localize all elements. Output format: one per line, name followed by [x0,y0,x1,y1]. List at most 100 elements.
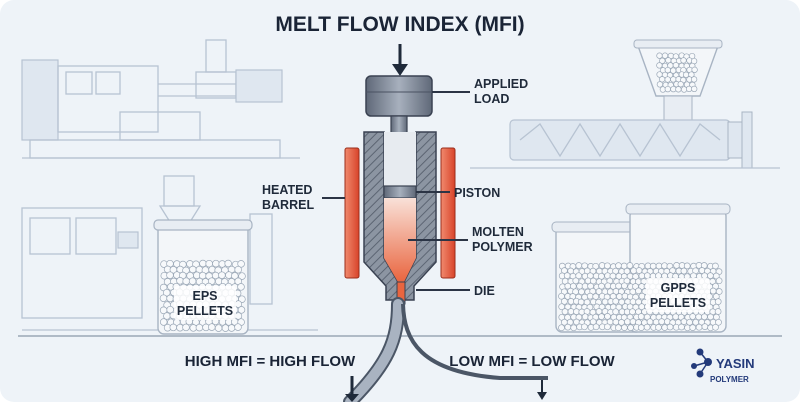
pellet [695,323,703,331]
pellet [624,318,631,326]
machine-sketch-top-left [21,39,300,159]
pellet [604,323,611,331]
pellet [675,86,682,93]
pellet [715,277,723,285]
pellet [195,323,204,332]
logo-text-2: POLYMER [710,375,749,384]
pellet [635,287,642,295]
pellet [561,308,569,315]
pellet [643,272,651,279]
pellet [561,298,568,305]
machine-sketch-mid-left [21,175,318,331]
pellet [581,313,589,321]
pellet [604,262,611,270]
pellet [627,324,634,331]
pellet [231,272,239,280]
label-applied-load-1: APPLIED [474,77,528,91]
pellet [218,271,226,279]
pellet [714,298,722,305]
pellet [638,292,646,300]
pellet [629,318,637,325]
label-applied-load-2: LOAD [474,92,509,106]
pellet [655,324,662,331]
pellet [656,52,663,59]
pellet [683,262,691,270]
pellet [672,313,680,321]
pellet [707,272,714,279]
pellet [159,318,168,326]
pellet [176,277,184,285]
pellet [663,318,671,325]
flow-arrow-low [537,380,547,400]
pellet [673,262,680,269]
pellet [604,313,611,320]
extruder-sketch-top-right [470,39,780,169]
pellet [563,272,571,279]
pellet [234,323,242,331]
label-eps-2: PELLETS [177,304,233,318]
pellet [237,283,245,291]
logo-text-1: YASIN [716,356,755,371]
pellet [701,323,709,330]
heater-left [344,147,360,279]
pellet [621,282,628,290]
pellet [707,313,714,321]
pellet [712,323,719,331]
pellet [623,267,631,275]
piston-head [383,185,417,199]
pellet [655,272,662,280]
pellet [564,323,572,331]
label-eps-1: EPS [192,289,217,303]
pellet [212,259,220,268]
pellet [714,308,722,315]
pellet [598,282,605,290]
pellet [199,259,207,268]
pellet [575,262,583,269]
barrel-bore [384,132,416,188]
pellet [189,265,197,274]
pellet [715,288,723,295]
pellet [592,323,600,331]
pellet [637,324,645,331]
molten-polymer [384,198,416,282]
pellet [630,267,637,275]
pellet [656,62,663,69]
pellet [678,323,685,331]
pellet [169,323,178,332]
pellet [643,323,651,331]
pellet [581,323,588,331]
pellet [690,76,698,83]
pellet [558,324,565,332]
label-molten-polymer-1: MOLTEN [472,225,524,239]
pellet [629,308,636,316]
pellet [575,272,583,280]
pellet [621,324,628,331]
flow-arrow-high [345,376,359,402]
heater-right [440,147,456,279]
pellet [166,271,174,279]
pellet [680,267,688,275]
pellet [664,76,671,83]
pellet [612,318,620,326]
pellet [689,313,697,320]
pellet [162,288,171,297]
pellet [214,324,223,332]
pellet [664,85,671,93]
pellet [686,318,693,326]
pellet [691,85,698,93]
pellet [637,313,645,320]
title: MELT FLOW INDEX (MFI) [275,13,524,36]
label-heated-barrel-2: BARREL [262,198,314,212]
pellet [709,287,717,295]
caption-low-flow: LOW MFI = LOW FLOW [449,353,615,370]
pellet [646,318,654,326]
pellet [166,305,174,314]
pellet [659,57,666,64]
pellet [238,272,246,280]
pellet [581,282,589,290]
pellet [586,292,594,300]
pellet [689,324,697,331]
label-gpps-1: GPPS [661,281,696,295]
pellet [182,277,190,285]
